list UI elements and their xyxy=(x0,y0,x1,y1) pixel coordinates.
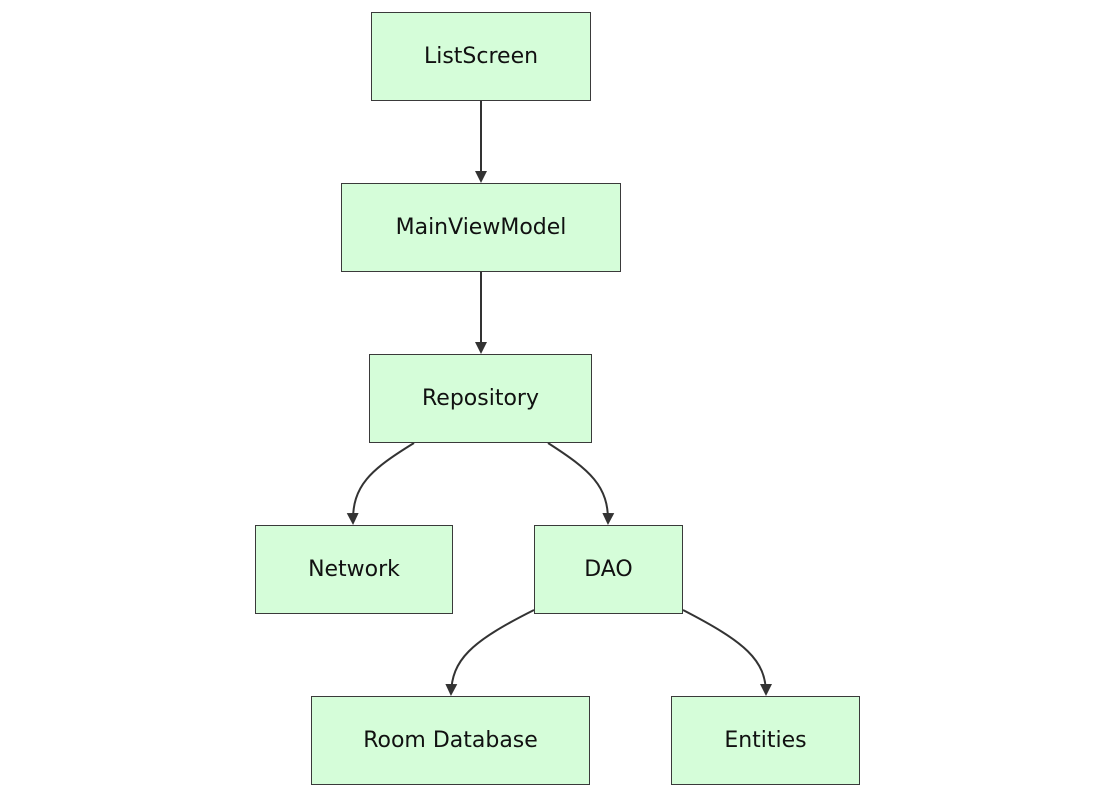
edge-repository-to-dao xyxy=(547,442,615,525)
node-repository-label: Repository xyxy=(422,386,539,411)
node-listscreen-label: ListScreen xyxy=(423,44,539,69)
node-mainviewmodel-label: MainViewModel xyxy=(395,215,567,240)
node-room-database: Room Database xyxy=(311,696,590,785)
edge-dao-to-entities xyxy=(682,609,772,696)
node-entities: Entities xyxy=(671,696,860,785)
node-dao: DAO xyxy=(534,525,683,614)
edge-dao-to-roomdatabase xyxy=(445,609,535,696)
node-network-label: Network xyxy=(308,557,400,582)
edge-repository-to-network xyxy=(346,442,415,525)
node-listscreen: ListScreen xyxy=(371,12,591,101)
node-entities-label: Entities xyxy=(724,728,807,753)
node-room-database-label: Room Database xyxy=(363,728,538,753)
node-mainviewmodel: MainViewModel xyxy=(341,183,621,272)
node-dao-label: DAO xyxy=(584,557,633,582)
node-network: Network xyxy=(255,525,453,614)
node-repository: Repository xyxy=(369,354,592,443)
